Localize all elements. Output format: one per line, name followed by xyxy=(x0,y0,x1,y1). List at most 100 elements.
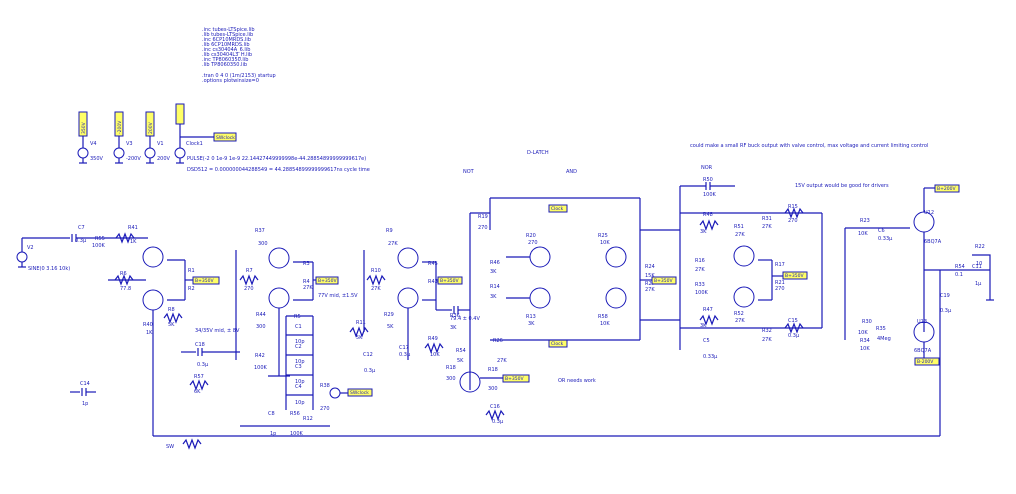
resistor-r6 xyxy=(114,274,134,286)
r6-value: 77.8 xyxy=(120,286,131,292)
c3-ref: C3 xyxy=(295,364,302,370)
tube-u2 xyxy=(142,246,164,268)
r50-value: 3K xyxy=(700,229,707,235)
clock1-ref: Clock1 xyxy=(186,141,203,147)
bottom-bus: SW xyxy=(153,435,940,450)
stage-2: R37 300 R7 270 R3 R4 27K B+350V 77V mid,… xyxy=(235,228,376,437)
tube-u15 xyxy=(605,287,627,309)
tube-u3 xyxy=(142,289,164,311)
r38-ref: R9 xyxy=(386,228,393,234)
r52-value: 27K xyxy=(762,337,772,343)
r16-ref: R17 xyxy=(775,262,785,268)
net-label-bm200: B-200V xyxy=(917,359,934,365)
r8-value: 5K xyxy=(168,322,175,328)
net-label-b350-4: B+350V xyxy=(654,278,673,284)
directive-1: .inc tubes-LTSpice.lib xyxy=(202,27,255,33)
r47-ref: R52 xyxy=(734,311,744,317)
r13-ref: R58 xyxy=(598,314,608,320)
power-supplies: 350V V4 350V -200V V3 -200V 200V V1 200V… xyxy=(77,103,366,164)
r58-ref: R27 xyxy=(645,281,655,287)
net-label-b350-5: B+350V xyxy=(505,376,524,382)
or-note: OR needs work xyxy=(558,378,596,384)
voltage-source-v1 xyxy=(144,147,156,159)
not-label: NOT xyxy=(463,169,475,175)
c13-ref: C8 xyxy=(268,411,275,417)
r35-value: 4Meg xyxy=(877,336,891,342)
c2-ref: C2 xyxy=(295,344,302,350)
r4-value: 27K xyxy=(303,285,313,291)
r19-value: 3K xyxy=(490,269,497,275)
r26-value: 300 xyxy=(446,376,456,382)
r10-ref: R43 xyxy=(428,279,438,285)
r22-ref: R22 xyxy=(975,244,985,250)
net-label-clock-1: Clock xyxy=(551,206,564,212)
net-label-b350-3: B+350V xyxy=(440,278,459,284)
net-label-b200: B+200V xyxy=(937,186,956,192)
c8-value: 100K xyxy=(290,431,304,437)
c16-ref: R50 xyxy=(703,177,713,183)
r18b-ref: R54 xyxy=(955,264,965,270)
r27-ref: R18 xyxy=(488,367,498,373)
r15-value: 27K xyxy=(695,267,705,273)
r51-value: 27K xyxy=(762,224,772,230)
r27-value: 300 xyxy=(488,386,498,392)
directive-3: .inc 6CP10MRDS.lib xyxy=(202,37,251,43)
c7-ref: C7 xyxy=(78,225,85,231)
tran-directive: .tran 0 4 0 (1m/2153) startup xyxy=(202,73,276,79)
r9-ref: R45 xyxy=(428,261,438,267)
r22-value: 10 xyxy=(976,261,982,267)
directive-5: .inc cs30404A_6.lib xyxy=(202,47,250,53)
r41-value: 1K xyxy=(130,239,137,245)
r56-ref: SW xyxy=(166,444,174,450)
r42-value: 100K xyxy=(254,365,268,371)
c5-value: 10K xyxy=(858,231,868,237)
resistor-r33 xyxy=(699,314,719,326)
r26-ref: R18 xyxy=(446,365,456,371)
net-label-neg200v: -200V xyxy=(117,120,123,134)
r32-ref: C15 xyxy=(788,318,798,324)
r48-ref: R51 xyxy=(734,224,744,230)
r29-value: 10K xyxy=(430,352,440,358)
r29-ref: R49 xyxy=(428,336,438,342)
r11-ref: R11 xyxy=(356,320,366,326)
spice-directives: .inc tubes-LTSpice.lib .lib tubes-LTSpic… xyxy=(202,27,276,84)
r42-ref: R42 xyxy=(255,353,265,359)
resistor-r12 xyxy=(366,274,386,286)
r55-value: 100K xyxy=(92,243,106,249)
pulse-source-clock1 xyxy=(174,147,186,159)
resistor-r54 xyxy=(485,409,505,421)
v3-ref: V3 xyxy=(126,141,133,147)
voltage-source-v3 xyxy=(113,147,125,159)
r13-value: 10K xyxy=(600,321,610,327)
v2-value: SINE(0 3.16 10k) xyxy=(28,266,70,272)
sine-source-v2 xyxy=(16,251,28,263)
c15-value: 0.33μ xyxy=(703,354,718,360)
voltage-source-v4 xyxy=(77,147,89,159)
directive-4: .lib 6CP10MRDS.lib xyxy=(202,42,250,48)
r34-ref: R35 xyxy=(876,326,886,332)
sw-ref: R38 xyxy=(320,383,330,389)
resistor-r31 xyxy=(784,207,804,219)
r21-value: 100K xyxy=(695,290,709,296)
c4-ref: C4 xyxy=(295,384,302,390)
r57-ref: R57 xyxy=(194,374,204,380)
v1-value: 200V xyxy=(157,156,171,162)
r47-value: 27K xyxy=(735,318,745,324)
r36-ref: R20 xyxy=(526,233,536,239)
r57-value: 6K xyxy=(194,389,201,395)
net-label-clock-2: Clock xyxy=(551,341,564,347)
r54-value: 0.3μ xyxy=(492,419,504,425)
net-flag-clock-1 xyxy=(548,204,568,213)
directive-2: .lib tubes-LTSpice.lib xyxy=(202,32,253,38)
r12-ref: R10 xyxy=(371,268,381,274)
c14-ref: C14 xyxy=(80,381,90,387)
r21-ref: R33 xyxy=(695,282,705,288)
r17-ref: R21 xyxy=(775,280,785,286)
swing-note-1: 34/35V mid, ± 8V xyxy=(195,328,240,334)
r31-value: 270 xyxy=(788,218,798,224)
r11-value: 5K xyxy=(356,335,363,341)
c1-value: 10p xyxy=(295,339,305,345)
v1-ref: V1 xyxy=(157,141,164,147)
tube-u9 xyxy=(529,287,551,309)
r30-value: 10K xyxy=(860,346,870,352)
